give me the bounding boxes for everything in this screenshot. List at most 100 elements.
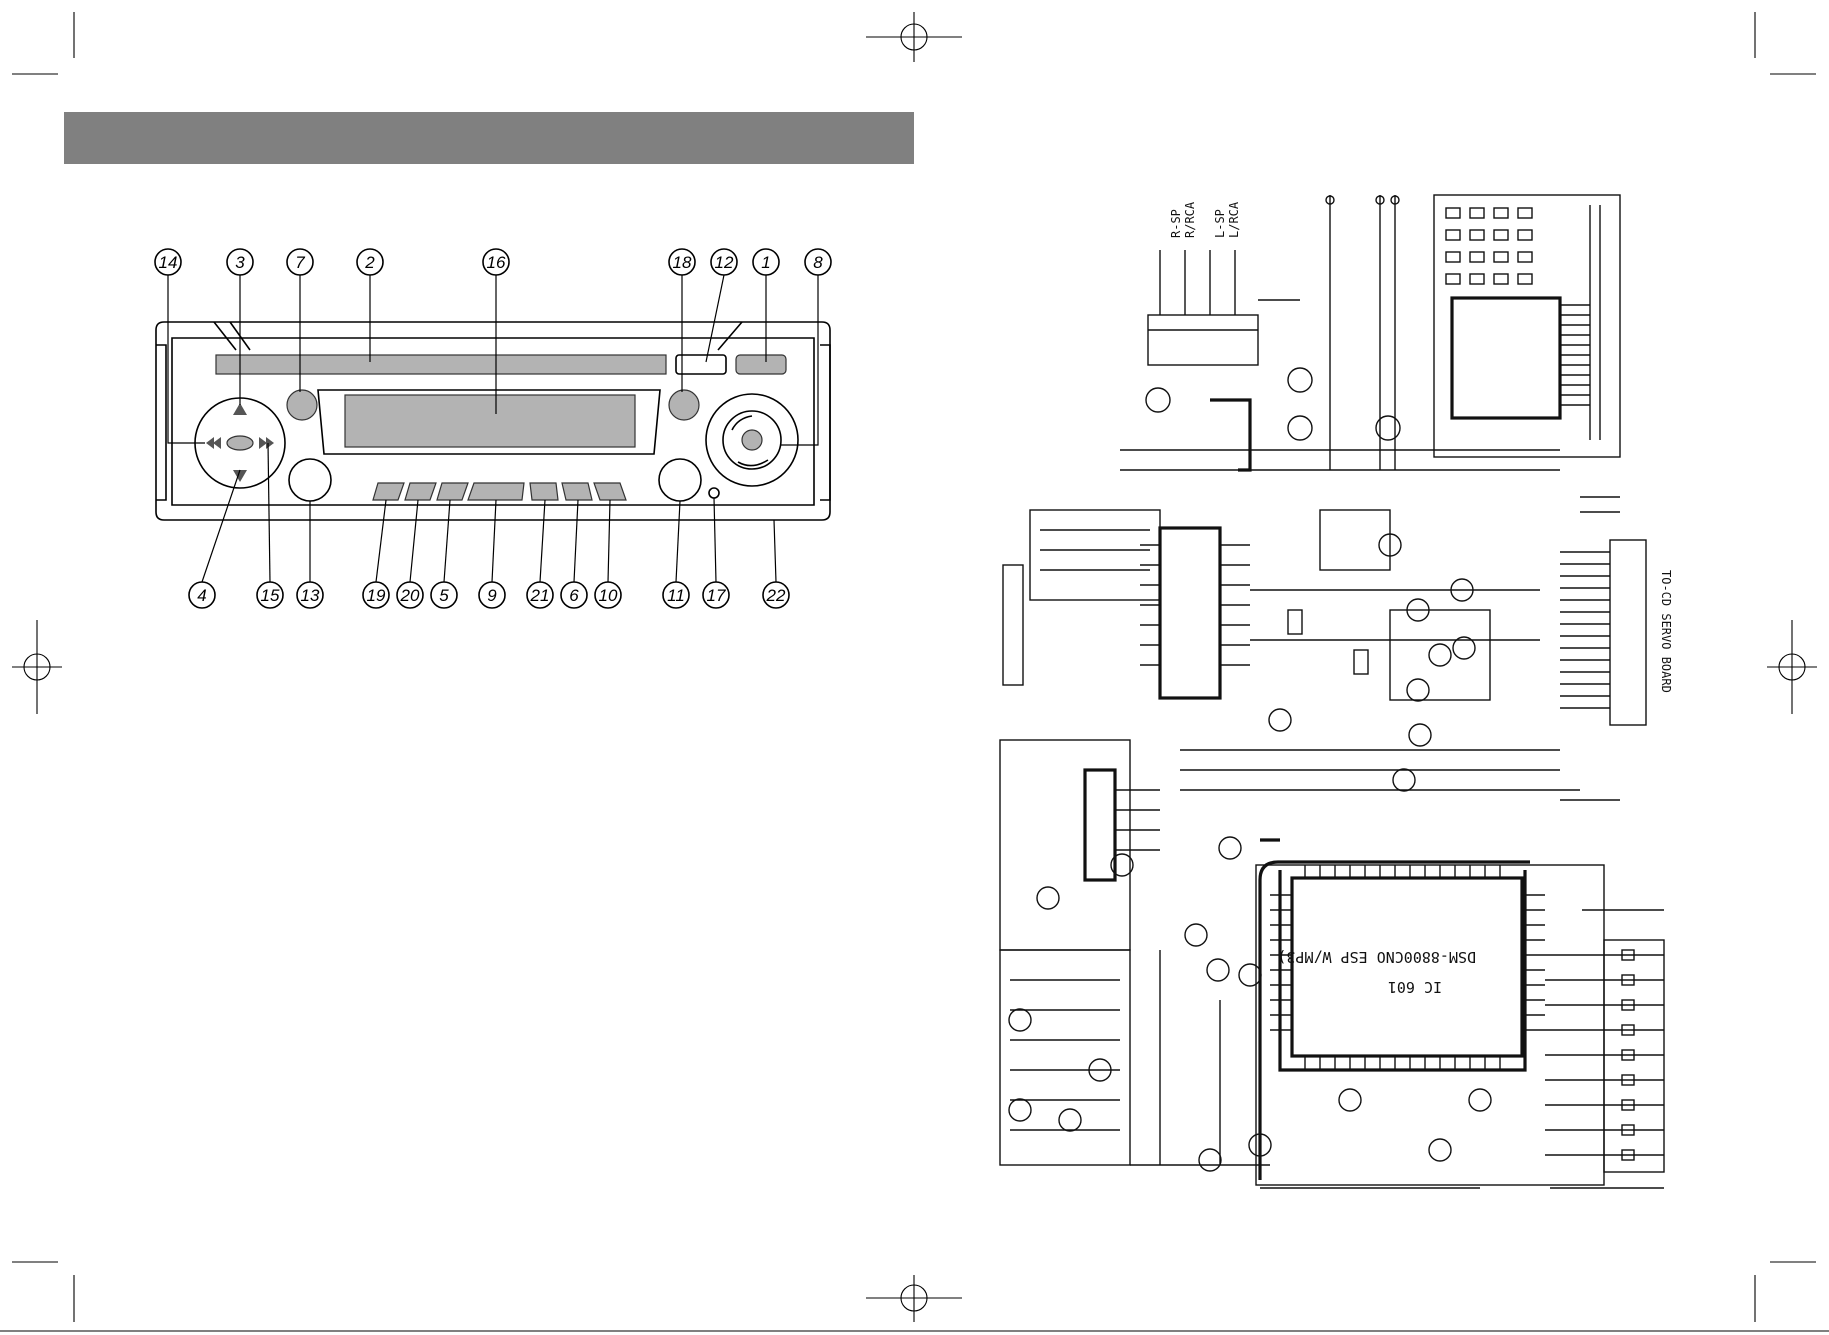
- svg-text:7: 7: [295, 253, 305, 272]
- callout-12: 12: [711, 249, 737, 275]
- svg-text:5: 5: [439, 586, 449, 605]
- callout-3: 3: [227, 249, 253, 275]
- servo-connector-pins: [1560, 552, 1610, 708]
- svg-text:4: 4: [197, 586, 206, 605]
- button-6: [562, 483, 592, 500]
- callouts-bottom: 4 15 13 19 20 5 9 21 6 10 11 17 22: [189, 582, 789, 608]
- audio-amp-ic: [1148, 315, 1258, 365]
- svg-text:15: 15: [261, 586, 280, 605]
- main-ic-pins-bottom: [1305, 1056, 1500, 1070]
- callout-16: 16: [483, 249, 509, 275]
- slot-12: [676, 355, 726, 374]
- svg-text:14: 14: [159, 253, 178, 272]
- svg-text:20: 20: [400, 586, 420, 605]
- svg-text:6: 6: [569, 586, 579, 605]
- callout-9: 9: [479, 582, 505, 608]
- svg-text:13: 13: [301, 586, 320, 605]
- svg-text:8: 8: [813, 253, 823, 272]
- main-ic-pins-top: [1305, 865, 1500, 878]
- main-ic-601: [1292, 878, 1522, 1056]
- prev-track-icon: [206, 437, 214, 449]
- transistor-q2: [1288, 416, 1312, 440]
- output-labels: R-SP R/RCA L-SP L/RCA: [1169, 201, 1241, 238]
- callout-15: 15: [257, 582, 283, 608]
- led-array: [1446, 208, 1532, 284]
- svg-text:1: 1: [761, 253, 770, 272]
- display-ic-pins: [1560, 305, 1590, 405]
- svg-text:21: 21: [530, 586, 550, 605]
- nav-center-button: [227, 436, 253, 450]
- main-ic-reference: IC 601: [1388, 978, 1442, 996]
- button-7: [287, 390, 317, 420]
- svg-text:R-SP: R-SP: [1169, 209, 1183, 238]
- volume-knob-center: [742, 430, 762, 450]
- key-matrix-section: [1000, 950, 1130, 1165]
- svg-text:L-SP: L-SP: [1213, 209, 1227, 238]
- callout-10: 10: [595, 582, 621, 608]
- svg-text:18: 18: [673, 253, 692, 272]
- svg-text:22: 22: [766, 586, 786, 605]
- registration-target-top: [866, 12, 962, 62]
- button-11: [659, 459, 701, 501]
- main-ic-board: [1256, 865, 1604, 1185]
- radio-front-panel: [156, 322, 830, 520]
- display-ic: [1452, 298, 1560, 418]
- registration-target-right: [1767, 620, 1817, 714]
- reset-hole-17: [709, 488, 719, 498]
- transistor-q3: [1146, 388, 1170, 412]
- callout-6: 6: [561, 582, 587, 608]
- svg-text:3: 3: [235, 253, 245, 272]
- svg-text:11: 11: [667, 586, 685, 605]
- crop-marks: [0, 12, 1829, 1331]
- button-10: [594, 483, 626, 500]
- callouts-top: 14 3 7 2 16 18 12 1 8: [155, 249, 831, 275]
- callout-22: 22: [763, 582, 789, 608]
- button-20: [405, 483, 436, 500]
- svg-text:10: 10: [599, 586, 618, 605]
- svg-text:17: 17: [707, 586, 726, 605]
- svg-text:L/RCA: L/RCA: [1227, 201, 1241, 238]
- callout-11: 11: [663, 582, 689, 608]
- display-screen: [345, 395, 635, 447]
- registration-target-bottom: [866, 1275, 962, 1322]
- callout-17: 17: [703, 582, 729, 608]
- callout-7: 7: [287, 249, 313, 275]
- cd-slot: [216, 355, 666, 374]
- circuit-schematic: R-SP R/RCA L-SP L/RCA: [1000, 195, 1673, 1188]
- button-18: [669, 390, 699, 420]
- button-5: [437, 483, 468, 500]
- callout-19: 19: [363, 582, 389, 608]
- servo-connector: [1610, 540, 1646, 725]
- button-21: [530, 483, 558, 500]
- registration-target-left: [12, 620, 62, 714]
- next-track-icon: [266, 437, 274, 449]
- callout-8: 8: [805, 249, 831, 275]
- servo-board-label: TO-CD SERVO BOARD: [1659, 570, 1673, 693]
- callout-21: 21: [527, 582, 553, 608]
- callout-4: 4: [189, 582, 215, 608]
- callout-18: 18: [669, 249, 695, 275]
- button-9: [468, 483, 524, 500]
- button-19: [373, 483, 404, 500]
- callout-14: 14: [155, 249, 181, 275]
- callout-13: 13: [297, 582, 323, 608]
- tuner-ic: [1160, 528, 1220, 698]
- eject-button-1: [736, 355, 786, 374]
- callout-1: 1: [753, 249, 779, 275]
- callout-20: 20: [397, 582, 423, 608]
- main-ic-part-number: DSM-8800CNO ESP W/MP3): [1277, 948, 1476, 966]
- left-connector: [1003, 565, 1023, 685]
- callout-2: 2: [357, 249, 383, 275]
- left-resistor-network: [1030, 510, 1160, 600]
- svg-text:16: 16: [487, 253, 506, 272]
- preset-button-row: [373, 483, 626, 500]
- svg-text:19: 19: [367, 586, 386, 605]
- svg-text:12: 12: [715, 253, 734, 272]
- svg-text:9: 9: [487, 586, 497, 605]
- svg-text:R/RCA: R/RCA: [1183, 201, 1197, 238]
- callout-5: 5: [431, 582, 457, 608]
- right-bracket: [820, 345, 830, 500]
- transistor-q1: [1288, 368, 1312, 392]
- svg-text:2: 2: [364, 253, 375, 272]
